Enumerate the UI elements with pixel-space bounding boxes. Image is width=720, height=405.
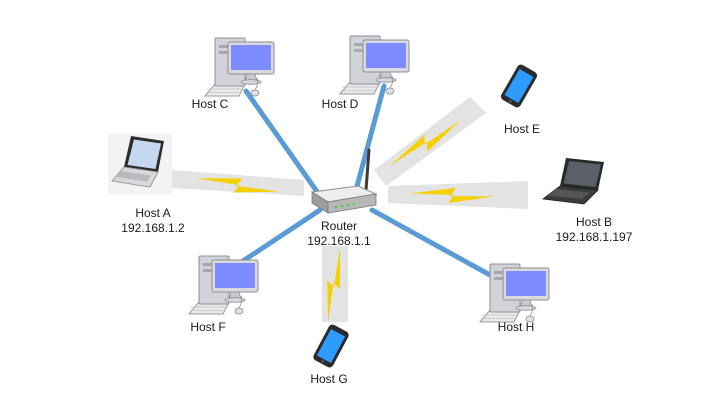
host-e-phone-icon — [499, 63, 539, 109]
host-d-computer-icon — [339, 35, 410, 95]
host-c-computer-icon — [204, 37, 275, 97]
host-g-phone-icon — [311, 323, 351, 369]
host-c-label: Host C — [191, 97, 229, 111]
host-b-ip: 192.168.1.197 — [555, 230, 633, 244]
host-b-laptop-icon — [541, 158, 604, 205]
router-ip: 192.168.1.1 — [307, 234, 371, 248]
link-router-host-d — [353, 83, 387, 193]
host-h-computer-icon — [479, 263, 550, 323]
wireless-link-host-e — [374, 97, 486, 186]
host-a-laptop-icon — [108, 134, 172, 194]
host-a-label: Host A 192.168.1.2 — [121, 206, 184, 236]
router-label: Router 192.168.1.1 — [307, 219, 370, 249]
wireless-link-host-a — [172, 170, 304, 197]
host-f-label: Host F — [190, 320, 226, 334]
link-router-host-h — [369, 207, 493, 278]
host-h-label: Host H — [497, 320, 535, 334]
host-f-computer-icon — [188, 255, 259, 315]
wired-links — [237, 83, 493, 278]
host-b-label: Host B 192.168.1.197 — [556, 215, 633, 245]
host-d-label: Host D — [321, 97, 359, 111]
router-icon — [310, 148, 378, 214]
host-e-label: Host E — [503, 122, 541, 136]
link-router-host-f — [237, 207, 323, 266]
host-b-name: Host B — [575, 215, 612, 229]
link-router-host-c — [243, 88, 321, 196]
wireless-link-host-b — [388, 181, 528, 209]
host-g-label: Host G — [310, 372, 348, 386]
host-a-name: Host A — [135, 206, 171, 220]
host-a-ip: 192.168.1.2 — [121, 221, 185, 235]
router-name: Router — [320, 219, 358, 233]
wireless-link-host-g — [322, 246, 348, 324]
